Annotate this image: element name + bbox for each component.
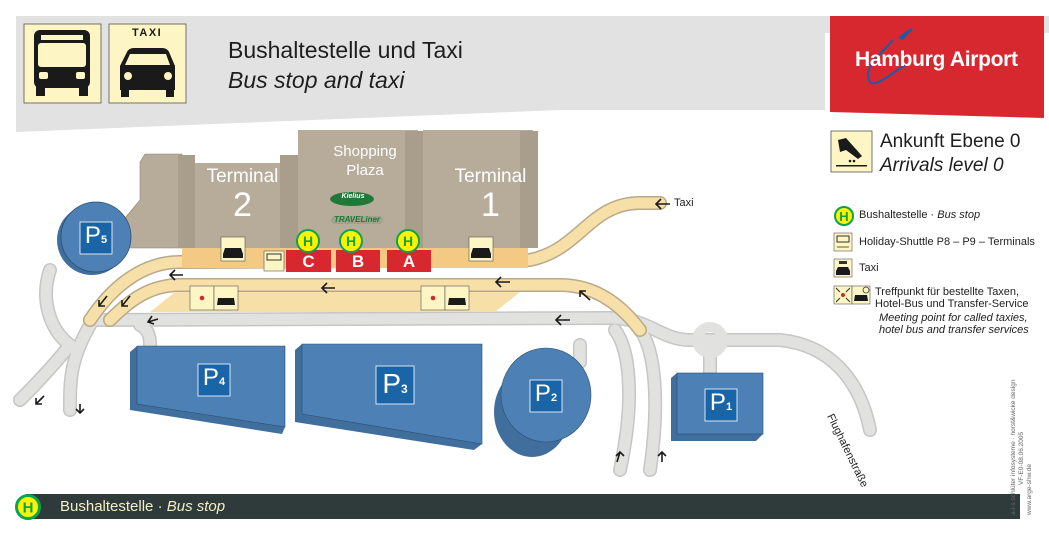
credit-text: a-i-s schlüter infosysteme · horst&wicke… bbox=[1010, 380, 1034, 515]
credit-line-1: a-i-s schlüter infosysteme · horst&wicke… bbox=[1010, 380, 1018, 515]
bus-stop-c bbox=[286, 229, 331, 272]
taxi-lane-label: Taxi bbox=[674, 197, 694, 209]
roundabout bbox=[692, 322, 728, 358]
parking-letter: P bbox=[382, 368, 401, 399]
legend-item-bus-stop: Bushaltestelle · Bus stop bbox=[859, 209, 980, 221]
svg-text:H: H bbox=[839, 209, 848, 224]
footer-label: Bushaltestelle · Bus stop bbox=[60, 498, 225, 515]
arrival-plane-icon bbox=[830, 130, 873, 173]
bus-stop-b-label: B bbox=[351, 252, 365, 271]
parking-p5 bbox=[57, 201, 132, 275]
logo-text: Hamburg Airport bbox=[855, 48, 1018, 71]
parking-p1 bbox=[671, 372, 764, 441]
bus-stop-a-h-icon: H bbox=[402, 233, 414, 249]
parking-p1-label: P1 bbox=[705, 389, 737, 417]
arrivals-title-de: Ankunft Ebene 0 bbox=[880, 131, 1021, 152]
credit-company: a-i-s schlüter infosysteme · horst&wicke… bbox=[1010, 379, 1017, 515]
map-holiday-shuttle-icon bbox=[263, 250, 285, 272]
terminal-2-label: Terminal bbox=[206, 166, 279, 187]
parking-p4-label: P4 bbox=[198, 364, 230, 392]
arrivals-title-en: Arrivals level 0 bbox=[880, 155, 1004, 176]
parking-p3-label: P3 bbox=[376, 368, 414, 400]
header-title-de: Bushaltestelle und Taxi bbox=[228, 37, 463, 63]
legend-item-meeting-point-de-2: Hotel-Bus und Transfer-Service bbox=[875, 298, 1029, 310]
terminal-2-number: 2 bbox=[233, 186, 252, 224]
parking-letter: P bbox=[534, 380, 551, 407]
roads-taxi-fill bbox=[84, 197, 666, 336]
bus-stop-c-label: C bbox=[302, 252, 315, 271]
map-meeting-point-icon-2 bbox=[420, 285, 470, 311]
parking-p2 bbox=[494, 347, 592, 457]
parking-number: 4 bbox=[218, 376, 226, 388]
legend-text-en: Bus stop bbox=[937, 209, 981, 221]
bus-stop-c-h-icon: H bbox=[302, 233, 314, 249]
svg-text:H: H bbox=[23, 500, 34, 517]
kielius-label: Kielius bbox=[341, 193, 365, 200]
parking-number: 2 bbox=[550, 392, 558, 404]
shopping-plaza-line1: Shopping bbox=[333, 143, 397, 160]
legend-text-de: Bushaltestelle bbox=[859, 209, 928, 221]
footer-text-en: Bus stop bbox=[166, 498, 226, 515]
legend-item-holiday-shuttle: Holiday-Shuttle P8 – P9 – Terminals bbox=[859, 236, 1035, 248]
parking-p4 bbox=[130, 345, 286, 434]
traveliner-label: TRAVELiner bbox=[333, 215, 381, 224]
parking-number: 5 bbox=[100, 234, 108, 246]
logo-swoosh bbox=[867, 39, 906, 85]
legend-bus-stop-icon: H bbox=[834, 206, 854, 226]
bus-stop-b bbox=[336, 229, 380, 272]
legend-item-meeting-point-de-1: Treffpunkt für bestellte Taxen, bbox=[875, 286, 1020, 298]
parking-number: 1 bbox=[725, 401, 733, 413]
header-title-en: Bus stop and taxi bbox=[228, 67, 405, 93]
footer-separator: · bbox=[153, 498, 167, 515]
legend-item-taxi: Taxi bbox=[859, 262, 879, 274]
legend-item-meeting-point-en-1: Meeting point for called taxies, bbox=[879, 312, 1028, 324]
taxi-sign-label: TAXI bbox=[132, 27, 163, 39]
credit-website: www.arge-shw.de bbox=[1026, 464, 1033, 515]
terminal-1-number: 1 bbox=[481, 186, 500, 224]
taxi-icon bbox=[108, 23, 187, 104]
credit-line-1b: VF-E0-08.06.2005 bbox=[1018, 380, 1026, 515]
parking-letter: P bbox=[202, 364, 219, 391]
footer-text-de: Bushaltestelle bbox=[60, 498, 154, 515]
legend-meeting-point-icon bbox=[833, 285, 871, 305]
legend-item-meeting-point-en-2: hotel bus and transfer services bbox=[879, 324, 1029, 336]
logo-plane-icon bbox=[898, 28, 913, 40]
shopping-plaza-line2: Plaza bbox=[346, 162, 384, 179]
parking-p3 bbox=[295, 343, 483, 450]
credit-version: VF-E0-08.06.2005 bbox=[1018, 431, 1025, 485]
terminal-1-label: Terminal bbox=[454, 166, 527, 187]
header-band bbox=[16, 16, 1049, 132]
parking-number: 3 bbox=[401, 382, 408, 396]
legend-holiday-shuttle-icon bbox=[833, 232, 853, 252]
kielius-logo bbox=[330, 192, 374, 206]
hamburg-airport-logo bbox=[830, 16, 1044, 118]
parking-letter: P bbox=[84, 222, 101, 249]
map-taxi-icon-t2 bbox=[220, 236, 246, 262]
map-taxi-icon-t1 bbox=[468, 236, 494, 262]
parking-letter: P bbox=[709, 389, 726, 416]
bus-stop-a bbox=[387, 229, 431, 272]
bus-stop-b-h-icon: H bbox=[345, 233, 357, 249]
direction-arrows bbox=[35, 198, 670, 463]
credit-line-2: www.arge-shw.de bbox=[1026, 380, 1034, 515]
bus-stop-a-label: A bbox=[402, 252, 416, 271]
legend-taxi-icon bbox=[833, 258, 853, 278]
traveliner-logo bbox=[331, 216, 383, 224]
legend-separator: · bbox=[927, 209, 938, 221]
footer-bar bbox=[26, 494, 1020, 519]
bus-icon bbox=[23, 23, 102, 104]
footer-bus-stop-icon: H bbox=[15, 494, 41, 520]
map-meeting-point-icon-1 bbox=[189, 285, 239, 311]
parking-p2-label: P2 bbox=[530, 380, 562, 408]
parking-p5-label: P5 bbox=[80, 222, 112, 250]
